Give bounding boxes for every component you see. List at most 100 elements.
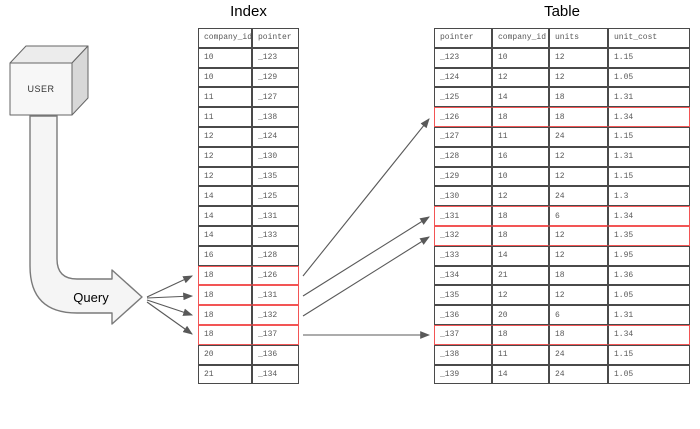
- table-cell: 24: [549, 364, 608, 385]
- table-row: 14_131: [198, 206, 299, 226]
- table-cell: 11: [198, 107, 252, 127]
- table-cell: 14: [198, 206, 252, 226]
- user-label: USER: [27, 84, 55, 94]
- table-cell: 18: [549, 107, 608, 127]
- table-cell: 12: [198, 126, 252, 147]
- table-cell: unit_cost: [608, 28, 690, 48]
- table-row: 21_134: [198, 364, 299, 385]
- table-cell: _134: [252, 364, 299, 385]
- table-cell: _126: [434, 107, 492, 127]
- table-cell: 1.34: [608, 324, 690, 345]
- table-cell: 1.31: [608, 87, 690, 108]
- table-row: 16_128: [198, 245, 299, 266]
- table-cell: _132: [252, 305, 299, 325]
- table-cell: 12: [492, 67, 549, 88]
- table-cell: _139: [434, 364, 492, 385]
- table-cell: 16: [198, 245, 252, 266]
- table-cell: 6: [549, 305, 608, 325]
- table-cell: 12: [549, 166, 608, 187]
- table-cell: pointer: [434, 28, 492, 48]
- table-cell: 20: [492, 305, 549, 325]
- highlighted-table-row: 18_126: [198, 265, 299, 286]
- table-cell: 12: [198, 166, 252, 187]
- table-cell: 12: [549, 67, 608, 88]
- table-cell: _136: [434, 305, 492, 325]
- table-cell: units: [549, 28, 608, 48]
- table-cell: 1.3: [608, 186, 690, 207]
- table-cell: 20: [198, 344, 252, 365]
- table-cell: 24: [549, 344, 608, 365]
- table-row: 14_125: [198, 186, 299, 207]
- table-row: 12_135: [198, 166, 299, 187]
- table-cell: 21: [492, 265, 549, 286]
- table-cell: 10: [198, 67, 252, 88]
- table-cell: 10: [492, 47, 549, 68]
- table-cell: _130: [252, 146, 299, 167]
- table-cell: _131: [252, 285, 299, 306]
- table-cell: _128: [252, 245, 299, 266]
- table-cell: 1.15: [608, 344, 690, 365]
- table-cell: _138: [434, 344, 492, 365]
- table-cell: 18: [198, 285, 252, 306]
- table-cell: 11: [492, 126, 549, 147]
- table-cell: 18: [198, 305, 252, 325]
- table-cell: _132: [434, 225, 492, 246]
- table-cell: _123: [252, 47, 299, 68]
- table-cell: 12: [549, 245, 608, 266]
- table-cell: 1.34: [608, 206, 690, 226]
- table-cell: _138: [252, 107, 299, 127]
- query-to-index-arrows: [146, 275, 194, 335]
- pointer-arrow-131: [302, 216, 430, 297]
- table-cell: _124: [252, 126, 299, 147]
- table-row: 10_123: [198, 47, 299, 68]
- table-cell: 12: [549, 225, 608, 246]
- table-cell: 1.34: [608, 107, 690, 127]
- table-cell: 18: [198, 324, 252, 345]
- table-cell: _131: [434, 206, 492, 226]
- table-cell: 6: [549, 206, 608, 226]
- query-arrow-2: [146, 292, 194, 301]
- highlighted-table-row: 18_132: [198, 305, 299, 325]
- table-cell: _134: [434, 265, 492, 286]
- table-cell: 1.15: [608, 166, 690, 187]
- index-to-table-arrows: [302, 118, 431, 339]
- table-row: 11_127: [198, 87, 299, 108]
- table-cell: 12: [492, 186, 549, 207]
- table-cell: _127: [252, 87, 299, 108]
- table-cell: 11: [198, 87, 252, 108]
- query-arrow-4: [146, 301, 193, 335]
- table-cell: 18: [198, 265, 252, 286]
- table-cell: _126: [252, 265, 299, 286]
- table-row: 11_138: [198, 107, 299, 127]
- table-row: 14_133: [198, 225, 299, 246]
- table-cell: 21: [198, 364, 252, 385]
- table-cell: 12: [549, 47, 608, 68]
- table-cell: 12: [492, 285, 549, 306]
- table-cell: _124: [434, 67, 492, 88]
- table-row: 20_136: [198, 344, 299, 365]
- table-cell: _130: [434, 186, 492, 207]
- table-cell: 18: [549, 87, 608, 108]
- table-cell: 1.31: [608, 305, 690, 325]
- data-table-title: Table: [544, 3, 580, 20]
- table-cell: 10: [198, 47, 252, 68]
- table-cell: 1.05: [608, 285, 690, 306]
- table-cell: company_id: [198, 28, 252, 48]
- table-cell: _129: [434, 166, 492, 187]
- query-label: Query: [73, 289, 109, 305]
- table-cell: 10: [492, 166, 549, 187]
